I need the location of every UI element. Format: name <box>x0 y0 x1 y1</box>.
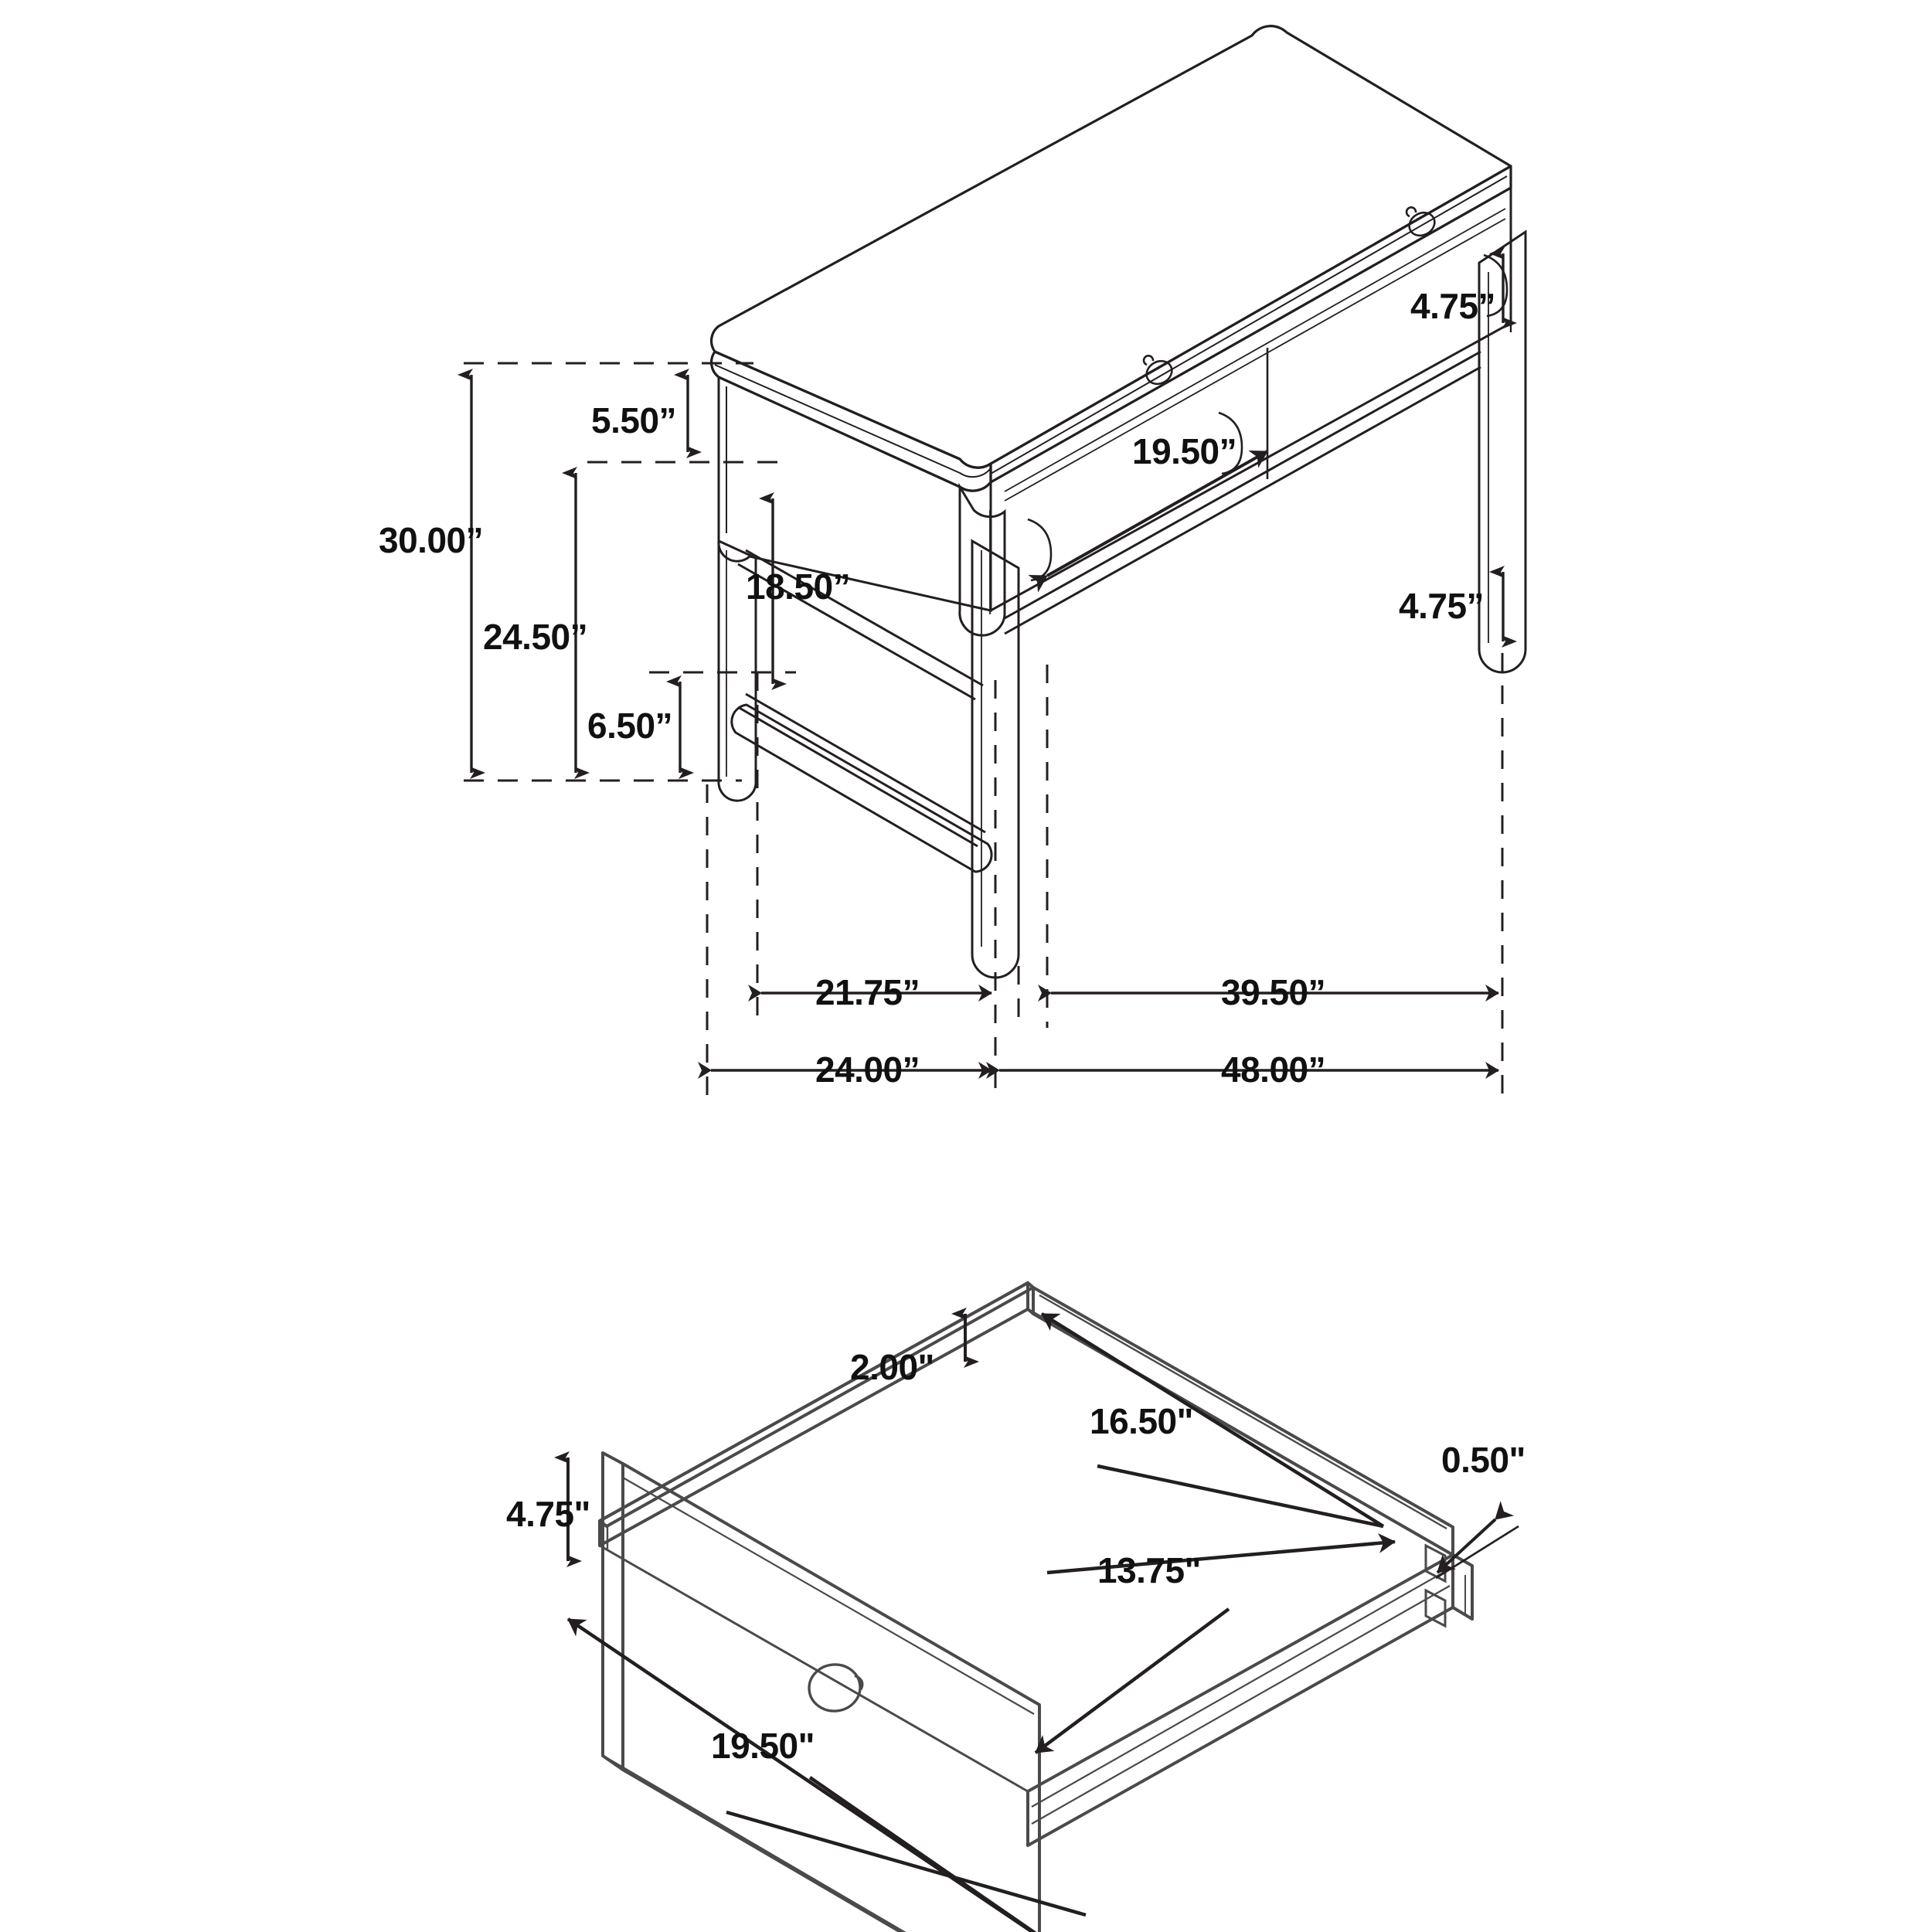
dim-label-drawer-19-50: 19.50" <box>711 1726 815 1766</box>
desk-leg-right-front <box>1478 230 1527 674</box>
dim-label-5-50: 5.50” <box>591 400 676 440</box>
dimline-16-50 <box>1040 1312 1385 1528</box>
drawer-front-knob-icon <box>808 1663 864 1713</box>
desk-low-stretcher-bar <box>730 703 993 873</box>
desk-vertical-dimensions <box>457 362 796 782</box>
desk-figure: 30.00” 24.50” 5.50” 6.50” 18.50” 4.75” 4… <box>379 25 1527 1097</box>
desk-right-apron <box>989 185 1512 613</box>
dim-label-19-50: 19.50” <box>1132 431 1236 471</box>
dim-label-6-50: 6.50” <box>587 706 672 746</box>
desk-leg-front-left <box>971 539 1020 979</box>
dim-label-4-75-bottom: 4.75” <box>1399 586 1484 626</box>
drawer-knob-icon <box>1142 206 1436 386</box>
desk-corner-post <box>958 482 1006 637</box>
dim-label-4-75-top: 4.75” <box>1410 286 1495 326</box>
dim-label-13-75: 13.75" <box>1097 1550 1201 1590</box>
drawer-front-panel <box>601 1451 1041 1932</box>
dim-label-48-00: 48.00” <box>1221 1049 1325 1090</box>
dimline-0-50-lead <box>1435 1525 1519 1580</box>
dimline-16-50-lead <box>1097 1464 1384 1529</box>
dim-label-24-00: 24.00” <box>815 1049 920 1090</box>
desk-dim-19-50 <box>1028 450 1268 593</box>
dim-label-21-75: 21.75” <box>815 972 920 1012</box>
dimline-19-50-leadb <box>726 1810 1087 1917</box>
dim-label-16-50: 16.50" <box>1090 1401 1193 1441</box>
desk-leg-back-left <box>717 539 757 802</box>
desk-left-apron <box>717 375 992 612</box>
dim-label-18-50: 18.50” <box>746 566 850 607</box>
drawer-box <box>598 1281 1474 1847</box>
drawer-dimensions <box>554 1308 1519 1932</box>
drawer-figure: 2.00" 16.50" 13.75" 0.50" 4.75" 19.50" <box>506 1281 1526 1932</box>
dim-label-39-50: 39.50” <box>1221 972 1325 1012</box>
dimline-19-50-lead <box>808 1776 1037 1932</box>
dim-label-drawer-4-75: 4.75" <box>506 1494 590 1534</box>
dimline-13-75-a <box>1046 1532 1396 1575</box>
dim-label-30: 30.00” <box>379 520 483 560</box>
dimline-0-50 <box>1436 1501 1515 1574</box>
dim-label-2-00: 2.00" <box>850 1347 934 1387</box>
dim-label-24-50: 24.50” <box>483 617 587 657</box>
dim-label-0-50: 0.50" <box>1441 1440 1526 1480</box>
desk-top-panel <box>709 25 1512 492</box>
dimline-13-75-b <box>1034 1607 1230 1754</box>
desk-horizontal-dimensions <box>698 653 1504 1097</box>
desk-dim-4-75-top <box>1489 246 1517 332</box>
